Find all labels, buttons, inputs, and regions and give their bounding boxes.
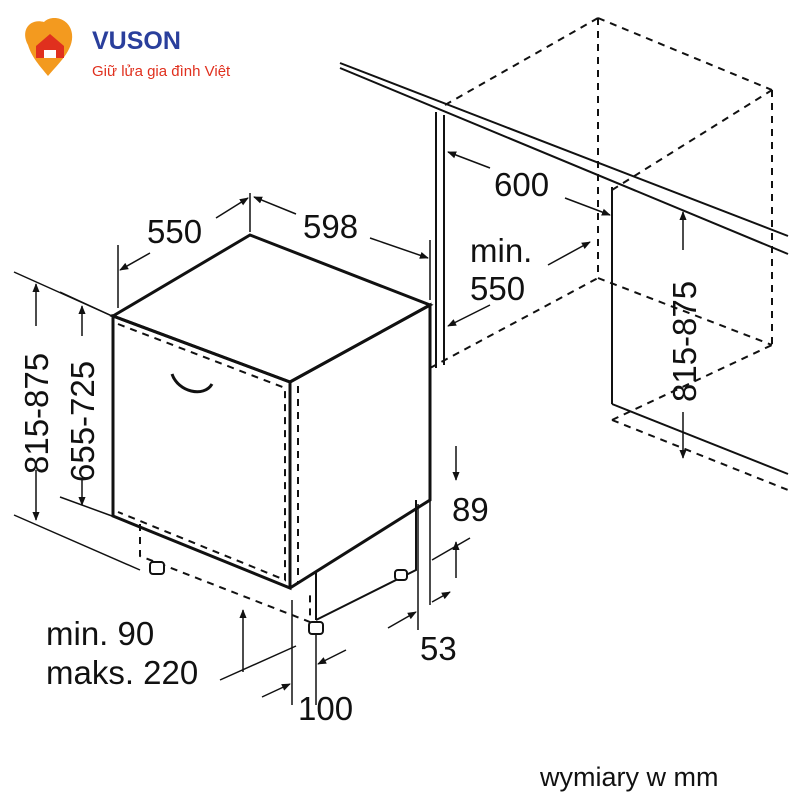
niche-floor-right	[611, 344, 773, 421]
foot-front-left	[149, 561, 165, 575]
niche-height-dimension: 815-875	[666, 211, 703, 459]
dishwasher-body	[109, 233, 434, 635]
niche-height-label: 815-875	[666, 281, 703, 402]
plinth-top-label: 89	[452, 491, 489, 528]
foot-front-right	[308, 621, 324, 635]
brand-name: VUSON	[92, 27, 181, 55]
dimension-line	[369, 237, 429, 259]
units-note: wymiary w mm	[539, 762, 718, 792]
extension-line	[59, 496, 113, 517]
niche-depth-label-line1: min.	[470, 232, 532, 269]
dimension-line	[447, 304, 491, 327]
door-height-dimension: 655-725	[59, 291, 113, 517]
extension-line	[13, 514, 141, 571]
niche-top-left	[444, 17, 599, 106]
countertop-top-edge	[339, 62, 789, 237]
plinth-top-dimension: 89	[417, 446, 489, 630]
niche-top-back	[597, 17, 773, 91]
feet-height-dimension: min. 90 maks. 220	[46, 609, 297, 691]
niche-floor-front	[611, 419, 789, 491]
front-offset-label: 100	[298, 690, 353, 727]
right-cabinet-bottom	[611, 403, 789, 475]
dimension-line	[547, 241, 591, 266]
dimension-line	[447, 151, 491, 169]
niche-width-dimension: 600	[447, 151, 611, 216]
base-side	[315, 500, 417, 621]
dimension-line	[317, 649, 347, 665]
door-front	[111, 313, 292, 591]
total-height-label: 815-875	[18, 353, 55, 474]
vuson-logo: VUSON Giữ lửa gia đình Việt	[25, 18, 231, 80]
house-heart-icon	[25, 18, 73, 76]
door-handle	[170, 373, 214, 394]
extension-line	[431, 537, 471, 561]
dimension-line	[564, 197, 611, 216]
niche-floor-back	[597, 277, 773, 346]
feet-max-label: maks. 220	[46, 654, 198, 691]
width-dimension: 598	[253, 196, 431, 300]
cabinet-niche	[339, 17, 789, 491]
dimension-line	[261, 683, 291, 698]
countertop-front-edge	[339, 67, 789, 255]
niche-depth-label-line2: 550	[470, 270, 525, 307]
brand-tagline: Giữ lửa gia đình Việt	[92, 63, 231, 80]
niche-top-right	[611, 89, 773, 191]
width-label: 598	[303, 208, 358, 245]
depth-dimension: 550	[117, 193, 251, 308]
dimension-line	[431, 591, 451, 603]
plinth-outline	[139, 524, 311, 624]
niche-depth-dimension: min. 550	[447, 232, 591, 327]
foot-back-right	[394, 569, 408, 581]
total-height-dimension: 815-875	[13, 271, 141, 571]
dimension-line	[253, 196, 297, 215]
niche-width-label: 600	[494, 166, 549, 203]
side-face	[289, 302, 432, 590]
door-height-label: 655-725	[64, 361, 101, 482]
extension-line	[59, 291, 113, 317]
feet-min-label: min. 90	[46, 615, 154, 652]
plinth-bottom-dimension: 53	[387, 537, 471, 667]
top-face	[109, 233, 434, 384]
dimension-line	[215, 197, 249, 219]
extension-line	[219, 645, 297, 681]
niche-floor-left	[429, 277, 599, 369]
front-offset-dimension: 100	[261, 600, 353, 727]
plinth-bottom-label: 53	[420, 630, 457, 667]
door-inner-outline	[117, 323, 286, 582]
depth-label: 550	[147, 213, 202, 250]
dimension-line	[119, 252, 151, 271]
dimension-line	[387, 611, 417, 629]
